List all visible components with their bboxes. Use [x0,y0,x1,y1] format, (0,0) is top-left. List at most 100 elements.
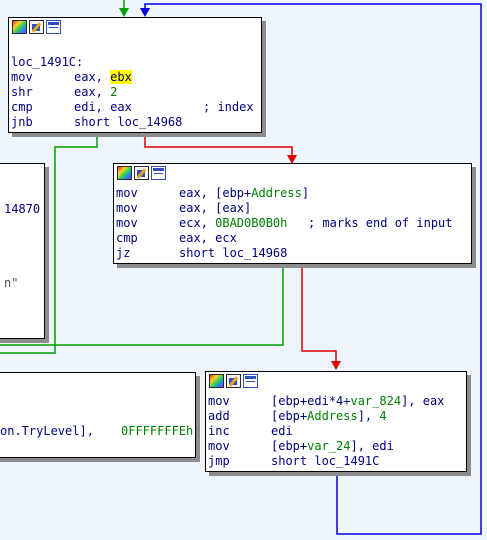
block-label-line: loc_1491C: [9,55,261,70]
instruction-line[interactable]: mov eax, ebx [9,70,261,85]
mnemonic: jz [116,246,131,260]
partial-block-bottom-left[interactable]: on.TryLevel], 0FFFFFFFEh [0,372,196,458]
comment: ; marks end of input [308,216,453,230]
mnemonic: inc [208,424,230,438]
operand-token: Address [251,186,302,200]
operand-token: edi, eax [74,100,132,114]
highlighted-register[interactable]: ebx [110,70,132,84]
partial-left-label: 14870 [4,202,41,216]
operand-token: ], edi [350,439,394,453]
operands: ecx, 0BAD0B0B0h [179,216,287,231]
mnemonic: mov [208,394,230,408]
instruction-line[interactable]: mov [ebp+var_24], edi [206,439,466,454]
operands: eax, ebx [74,70,132,85]
edge-top-to-middle-red [144,133,293,160]
operand-token: [ebp+edi*4+ [271,394,351,408]
operands: short loc_14968 [179,246,287,261]
instruction-line[interactable]: mov eax, [ebp+Address] [114,186,471,201]
block-label[interactable]: loc_1491C: [11,55,84,69]
mnemonic: add [208,409,230,423]
block-header [206,372,466,391]
operand-token: var_24 [307,439,351,453]
operand-token: ] [301,186,310,200]
operand-token: eax, ecx [179,231,237,245]
mnemonic: mov [116,216,138,230]
instruction-line[interactable]: shr eax, 2 [9,85,261,100]
mnemonic: cmp [11,100,33,114]
mnemonic: mov [116,186,138,200]
group-nodes-icon[interactable] [151,166,166,180]
branch-target-label[interactable]: loc_1491C [314,454,380,468]
partial-block-left[interactable]: 14870 n" [0,163,45,339]
color-palette-icon[interactable] [117,166,132,180]
operands: [ebp+Address], 4 [271,409,387,424]
instruction-line[interactable]: jmp short loc_1491C [206,454,466,469]
operand-token: [ebp+ [271,439,308,453]
partial-left-string: n" [4,276,19,290]
mnemonic: shr [11,85,33,99]
color-palette-icon[interactable] [12,20,27,34]
operand-token: var_824 [350,394,402,408]
color-palette-icon[interactable] [209,374,224,388]
operands: short loc_1491C [271,454,379,469]
operand-token: eax, [74,85,111,99]
mnemonic: mov [208,439,230,453]
instruction-line[interactable]: cmp eax, ecx [114,231,471,246]
operand-token: short [74,115,118,129]
instruction-line[interactable]: mov ecx, 0BAD0B0B0h ; marks end of input [114,216,471,231]
edit-block-icon[interactable] [29,20,44,34]
partial-bottom-left-immediate: 0FFFFFFFEh [121,424,194,438]
edit-block-icon[interactable] [134,166,149,180]
mnemonic: jmp [208,454,230,468]
operand-token: 4 [379,409,387,423]
group-nodes-icon[interactable] [46,20,61,34]
block-loc-1491c[interactable]: loc_1491C: mov eax, ebx shr eax, 2 cmp edi, e… [8,17,262,133]
instruction-line[interactable]: mov eax, [eax] [114,201,471,216]
comment: ; index [203,100,254,114]
block-header [114,164,471,183]
operands: eax, 2 [74,85,117,100]
operands: eax, [ebp+Address] [179,186,309,201]
instruction-line[interactable]: jnb short loc_14968 [9,115,261,130]
operand-token: ecx, [179,216,216,230]
mnemonic: mov [116,201,138,215]
operand-token: ], [357,409,380,423]
instruction-line[interactable]: cmp edi, eax ; index [9,100,261,115]
edge-loop-back-blue [144,3,482,535]
mnemonic: mov [11,70,33,84]
mnemonic: cmp [116,231,138,245]
operand-token: 2 [110,85,118,99]
edge-incoming-green-arrow [119,8,129,17]
branch-target-label[interactable]: loc_14968 [222,246,288,260]
edge-middle-to-bottom-red [301,264,337,366]
operand-token: eax, [ebp+ [179,186,252,200]
block-header [9,18,261,37]
operand-token: [ebp+ [271,409,308,423]
operand-token: eax, [74,70,111,84]
operand-token: short [271,454,315,468]
group-nodes-icon[interactable] [243,374,258,388]
edge-middle-to-left-green [0,264,284,346]
edge-top-to-middle-red-arrow [287,155,297,164]
operand-token: eax, [eax] [179,201,252,215]
instruction-line[interactable]: jz short loc_14968 [114,246,471,261]
block-check-sentinel[interactable]: mov eax, [ebp+Address] mov eax, [eax] mov ecx… [113,163,472,264]
operands: short loc_14968 [74,115,182,130]
partial-bottom-left-operand: on.TryLevel], [0,424,102,438]
operands: [ebp+edi*4+var_824], eax [271,394,444,409]
operand-token: Address [307,409,358,423]
operands: eax, [eax] [179,201,251,216]
operands: [ebp+var_24], edi [271,439,394,454]
mnemonic: jnb [11,115,33,129]
edge-middle-to-bottom-red-arrow [331,361,341,370]
branch-target-label[interactable]: loc_14968 [117,115,183,129]
edit-block-icon[interactable] [226,374,241,388]
operand-token: ], eax [401,394,445,408]
instruction-line[interactable]: mov [ebp+edi*4+var_824], eax [206,394,466,409]
instruction-line[interactable]: add [ebp+Address], 4 [206,409,466,424]
operand-token: short [179,246,223,260]
